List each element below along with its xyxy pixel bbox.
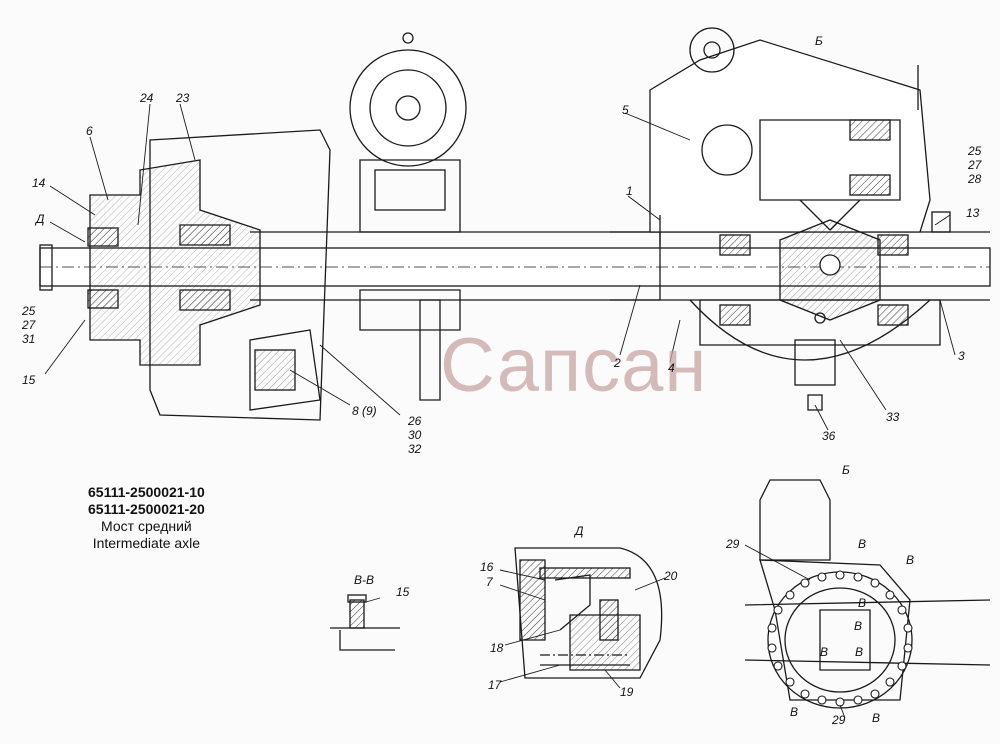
callout-b-mark: Б	[815, 34, 823, 48]
section-vv-title: В-В	[354, 573, 375, 587]
callout-17: 17	[488, 678, 502, 692]
callout-30: 30	[408, 428, 422, 442]
section-mark-v5: В	[820, 645, 829, 659]
section-mark-v4: В	[854, 619, 863, 633]
callout-20: 20	[664, 569, 678, 583]
callout-29a: 29	[726, 537, 740, 551]
callout-6: 6	[86, 124, 93, 138]
callout-8-9: 8 (9)	[352, 404, 377, 418]
callout-36: 36	[822, 429, 836, 443]
callout-19: 19	[620, 685, 634, 699]
brake-chamber	[349, 49, 467, 167]
callout-15b: 15	[396, 585, 410, 599]
section-mark-v1: В	[858, 537, 867, 551]
callout-16: 16	[480, 560, 494, 574]
section-mark-v3: В	[858, 596, 867, 610]
axle-name-ru: Мост средний	[101, 518, 192, 534]
callout-33: 33	[886, 410, 900, 424]
callout-3: 3	[958, 349, 965, 363]
leader-lines	[44, 103, 956, 719]
callout-2: 2	[614, 356, 621, 370]
callout-13: 13	[966, 206, 980, 220]
detail-d	[514, 547, 663, 679]
title-block: 65111-2500021-10 65111-2500021-20 Мост с…	[88, 484, 205, 552]
callout-31: 31	[22, 332, 36, 346]
callout-4: 4	[668, 361, 675, 375]
section-mark-v8: В	[872, 711, 881, 725]
callout-32: 32	[408, 442, 422, 456]
part-number-2: 65111-2500021-20	[88, 501, 205, 517]
callout-d-mark: Д	[36, 212, 45, 226]
left-hub	[89, 159, 261, 366]
watermark: Сапсан	[440, 323, 708, 408]
callout-5: 5	[622, 103, 629, 117]
section-mark-v6: В	[855, 645, 864, 659]
callout-18: 18	[490, 641, 504, 655]
view-b	[759, 479, 831, 561]
section-mark-v7: В	[790, 705, 799, 719]
callout-7: 7	[486, 575, 493, 589]
section-mark-v2: В	[906, 553, 915, 567]
detail-d-title: Д	[575, 524, 584, 538]
part-number-1: 65111-2500021-10	[88, 484, 205, 500]
callout-15: 15	[22, 373, 36, 387]
callout-1: 1	[626, 184, 633, 198]
callout-27: 27	[22, 318, 36, 332]
callout-29b: 29	[832, 713, 846, 727]
callout-26: 26	[408, 414, 422, 428]
bolt-pattern	[767, 570, 913, 707]
callout-25: 25	[22, 304, 36, 318]
callout-27r: 27	[968, 158, 982, 172]
callout-14: 14	[32, 176, 46, 190]
axle-name-en: Intermediate axle	[92, 535, 201, 551]
callout-24: 24	[140, 91, 154, 105]
view-b-title: Б	[842, 463, 850, 477]
callout-25r: 25	[968, 144, 982, 158]
callout-23: 23	[176, 91, 190, 105]
callout-28: 28	[968, 172, 982, 186]
